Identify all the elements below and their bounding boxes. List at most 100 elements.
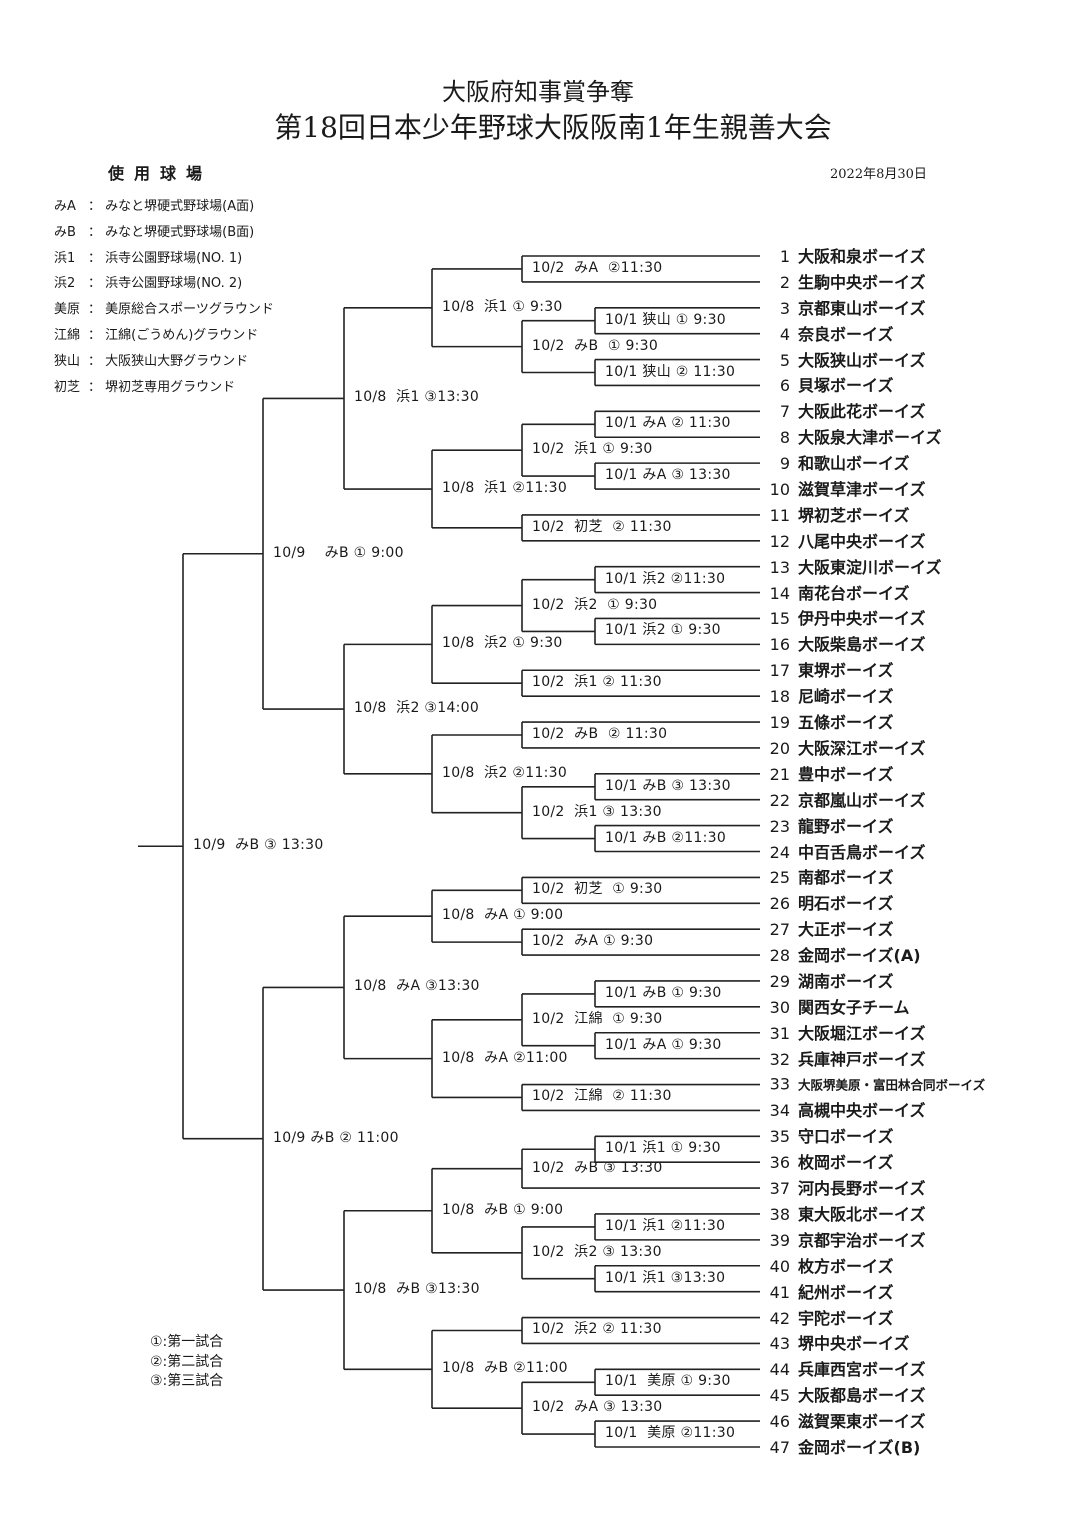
team-number: 38 bbox=[769, 1204, 790, 1224]
match-label: 10/2 浜2 ③ 13:30 bbox=[532, 1243, 662, 1260]
match-label: 10/9 みB ① 9:00 bbox=[273, 544, 404, 561]
team-name: 大阪堺美原・富田林合同ボーイズ bbox=[798, 1077, 986, 1093]
legend-item: ③:第三試合 bbox=[150, 1373, 224, 1389]
match-label: 10/2 浜1 ② 11:30 bbox=[532, 674, 662, 691]
team-name: 大阪深江ボーイズ bbox=[798, 738, 926, 758]
match-label: 10/2 みA ③ 13:30 bbox=[532, 1399, 663, 1416]
team-number: 45 bbox=[769, 1386, 790, 1406]
match-label: 10/8 みA ②11:00 bbox=[442, 1049, 568, 1066]
team-number: 23 bbox=[769, 816, 790, 836]
team-entry: 10 滋賀草津ボーイズ bbox=[760, 476, 926, 500]
team-number: 11 bbox=[769, 505, 790, 525]
team-entry: 47 金岡ボーイズ(B) bbox=[760, 1434, 921, 1458]
team-name: 奈良ボーイズ bbox=[798, 324, 894, 344]
venue-name: 大阪狭山大野グラウンド bbox=[105, 353, 249, 369]
team-name: 京都東山ボーイズ bbox=[798, 298, 926, 318]
team-name: 兵庫西宮ボーイズ bbox=[798, 1360, 926, 1380]
team-name: 滋賀草津ボーイズ bbox=[798, 479, 926, 499]
match-label: 10/2 浜2 ① 9:30 bbox=[532, 596, 658, 613]
venue-name: 浜寺公園野球場(NO. 1) bbox=[105, 250, 243, 266]
match-label: 10/8 浜2 ②11:30 bbox=[442, 764, 568, 781]
team-number: 44 bbox=[769, 1360, 790, 1380]
team-name: 守口ボーイズ bbox=[798, 1127, 894, 1147]
match-label: 10/2 みB ③ 13:30 bbox=[532, 1159, 663, 1176]
team-name: 和歌山ボーイズ bbox=[798, 453, 910, 473]
venue-code: 狭山 bbox=[54, 353, 81, 369]
team-entry: 16 大阪柴島ボーイズ bbox=[760, 631, 926, 655]
team-number: 7 bbox=[779, 402, 790, 422]
team-number: 47 bbox=[769, 1437, 790, 1457]
team-name: 枚岡ボーイズ bbox=[798, 1152, 894, 1172]
team-name: 堺初芝ボーイズ bbox=[798, 505, 910, 525]
team-number: 18 bbox=[769, 686, 790, 706]
team-number: 1 bbox=[779, 246, 790, 266]
team-entry: 19 五條ボーイズ bbox=[760, 709, 894, 733]
match-label: 10/1 浜1 ③13:30 bbox=[605, 1269, 726, 1286]
match-label: 10/1 みA ① 9:30 bbox=[605, 1036, 722, 1053]
team-number: 37 bbox=[769, 1178, 790, 1198]
match-label: 10/8 浜2 ③14:00 bbox=[354, 700, 480, 717]
match-label: 10/2 江綿 ② 11:30 bbox=[532, 1088, 672, 1105]
team-name: 河内長野ボーイズ bbox=[798, 1178, 926, 1198]
legend-item: ②:第二試合 bbox=[150, 1353, 224, 1370]
team-name: 大阪柴島ボーイズ bbox=[798, 635, 926, 655]
team-number: 30 bbox=[769, 997, 790, 1017]
team-number: 16 bbox=[769, 635, 790, 655]
venue-code: みB bbox=[54, 224, 76, 240]
match-label: 10/1 浜2 ① 9:30 bbox=[605, 622, 721, 639]
team-entry: 23 龍野ボーイズ bbox=[760, 812, 894, 836]
team-number: 26 bbox=[769, 894, 790, 914]
team-name: 龍野ボーイズ bbox=[798, 816, 894, 836]
team-name: 南都ボーイズ bbox=[798, 868, 894, 888]
team-number: 10 bbox=[769, 479, 790, 499]
team-name: 金岡ボーイズ(B) bbox=[798, 1437, 921, 1457]
venue-item: 美原： 美原総合スポーツグラウンド bbox=[54, 297, 274, 323]
match-label: 10/9 みB ② 11:00 bbox=[273, 1129, 399, 1146]
team-name: 金岡ボーイズ(A) bbox=[798, 945, 921, 965]
team-number: 42 bbox=[769, 1308, 790, 1328]
venue-item: 狭山： 大阪狭山大野グラウンド bbox=[54, 349, 274, 375]
team-name: 貝塚ボーイズ bbox=[798, 376, 894, 396]
match-label: 10/2 初芝 ② 11:30 bbox=[532, 518, 672, 535]
team-name: 関西女子チーム bbox=[798, 997, 910, 1017]
team-number: 21 bbox=[769, 764, 790, 784]
match-label: 10/8 みB ① 9:00 bbox=[442, 1201, 564, 1218]
venue-name: 浜寺公園野球場(NO. 2) bbox=[105, 276, 243, 292]
title-line-1: 大阪府知事賞争奪 bbox=[442, 78, 634, 106]
team-name: 大阪都島ボーイズ bbox=[798, 1386, 926, 1406]
venue-name: 美原総合スポーツグラウンド bbox=[105, 302, 274, 318]
match-label: 10/1 みA ③ 13:30 bbox=[605, 467, 731, 484]
team-entry: 30 関西女子チーム bbox=[760, 994, 910, 1018]
team-number: 35 bbox=[769, 1127, 790, 1147]
team-number: 9 bbox=[779, 453, 790, 473]
team-number: 8 bbox=[779, 428, 790, 448]
team-name: 滋賀栗東ボーイズ bbox=[798, 1411, 926, 1431]
team-name: 枚方ボーイズ bbox=[798, 1256, 894, 1276]
team-number: 31 bbox=[769, 1023, 790, 1043]
team-name: 大阪東淀川ボーイズ bbox=[798, 557, 942, 577]
team-name: 宇陀ボーイズ bbox=[798, 1308, 894, 1328]
venue-name: 江綿(ごうめん)グラウンド bbox=[105, 327, 259, 343]
team-number: 24 bbox=[769, 842, 790, 862]
match-label: 10/2 みB ② 11:30 bbox=[532, 725, 668, 742]
venue-code: 初芝 bbox=[54, 379, 81, 395]
match-label: 10/2 みB ① 9:30 bbox=[532, 337, 659, 354]
team-entry: 45 大阪都島ボーイズ bbox=[760, 1382, 926, 1406]
team-name: 高槻中央ボーイズ bbox=[798, 1101, 926, 1121]
team-name: 五條ボーイズ bbox=[798, 712, 894, 732]
team-number: 19 bbox=[769, 712, 790, 732]
team-name: 湖南ボーイズ bbox=[798, 971, 894, 991]
